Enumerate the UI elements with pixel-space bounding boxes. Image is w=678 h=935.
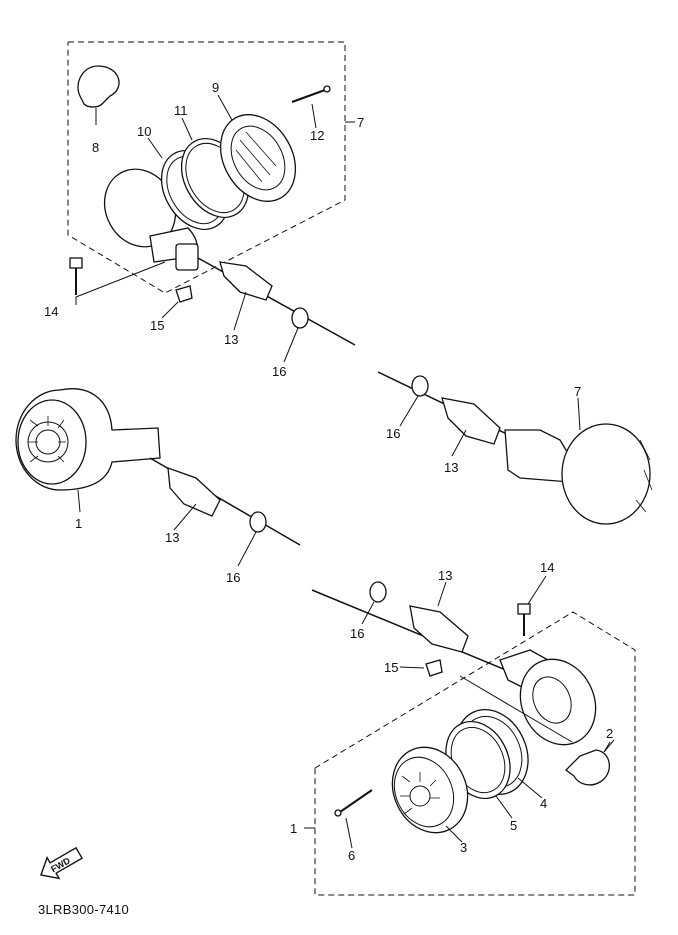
callout-9: 9	[212, 80, 219, 95]
callout-10: 10	[137, 124, 151, 139]
callout-16-bottom: 16	[350, 626, 364, 641]
bulb-part	[77, 65, 120, 125]
bottom-lens	[391, 746, 469, 834]
callout-13-right: 13	[444, 460, 458, 475]
bottom-housing	[459, 649, 597, 746]
callout-16-right: 16	[386, 426, 400, 441]
fwd-arrow-icon: FWD	[40, 846, 84, 880]
callout-16-left: 16	[226, 570, 240, 585]
leader-lines	[75, 94, 611, 849]
top-lens-housing	[103, 168, 199, 271]
top-assembly-box	[67, 41, 355, 294]
callout-12: 12	[310, 128, 324, 143]
callout-7-top: 7	[357, 115, 364, 130]
bottom-bolt	[517, 603, 531, 636]
callout-14-bottom: 14	[540, 560, 554, 575]
callout-labels: 1 1 2 3 4 5 6 7 7 8 9 10 11 12 13 13 13 …	[44, 80, 613, 863]
callout-15-bottom: 15	[384, 660, 398, 675]
right-signal-assembly	[377, 371, 653, 525]
bottom-assembly-box	[304, 611, 636, 896]
callout-6: 6	[348, 848, 355, 863]
top-rim	[219, 114, 297, 202]
callout-13-bottom: 13	[438, 568, 452, 583]
callout-11: 11	[174, 103, 188, 118]
callout-14-top: 14	[44, 304, 58, 319]
callout-2: 2	[606, 726, 613, 741]
top-nut	[175, 285, 193, 303]
callout-13-top: 13	[224, 332, 238, 347]
left-signal-assembly	[15, 388, 301, 546]
top-cable	[197, 257, 356, 346]
diagram-code: 3LRB300-7410	[38, 902, 130, 917]
callout-13-left: 13	[165, 530, 179, 545]
bottom-nut	[425, 659, 443, 677]
callout-1-bottom: 1	[290, 821, 297, 836]
callout-5: 5	[510, 818, 517, 833]
callout-1-left: 1	[75, 516, 82, 531]
callout-7-right: 7	[574, 384, 581, 399]
callout-3: 3	[460, 840, 467, 855]
top-screw	[291, 85, 331, 103]
callout-4: 4	[540, 796, 547, 811]
bottom-cable	[311, 581, 531, 681]
bottom-screw	[334, 789, 373, 817]
callout-8: 8	[92, 140, 99, 155]
callout-15-top: 15	[150, 318, 164, 333]
callout-16-top: 16	[272, 364, 286, 379]
top-bolt	[69, 257, 166, 298]
